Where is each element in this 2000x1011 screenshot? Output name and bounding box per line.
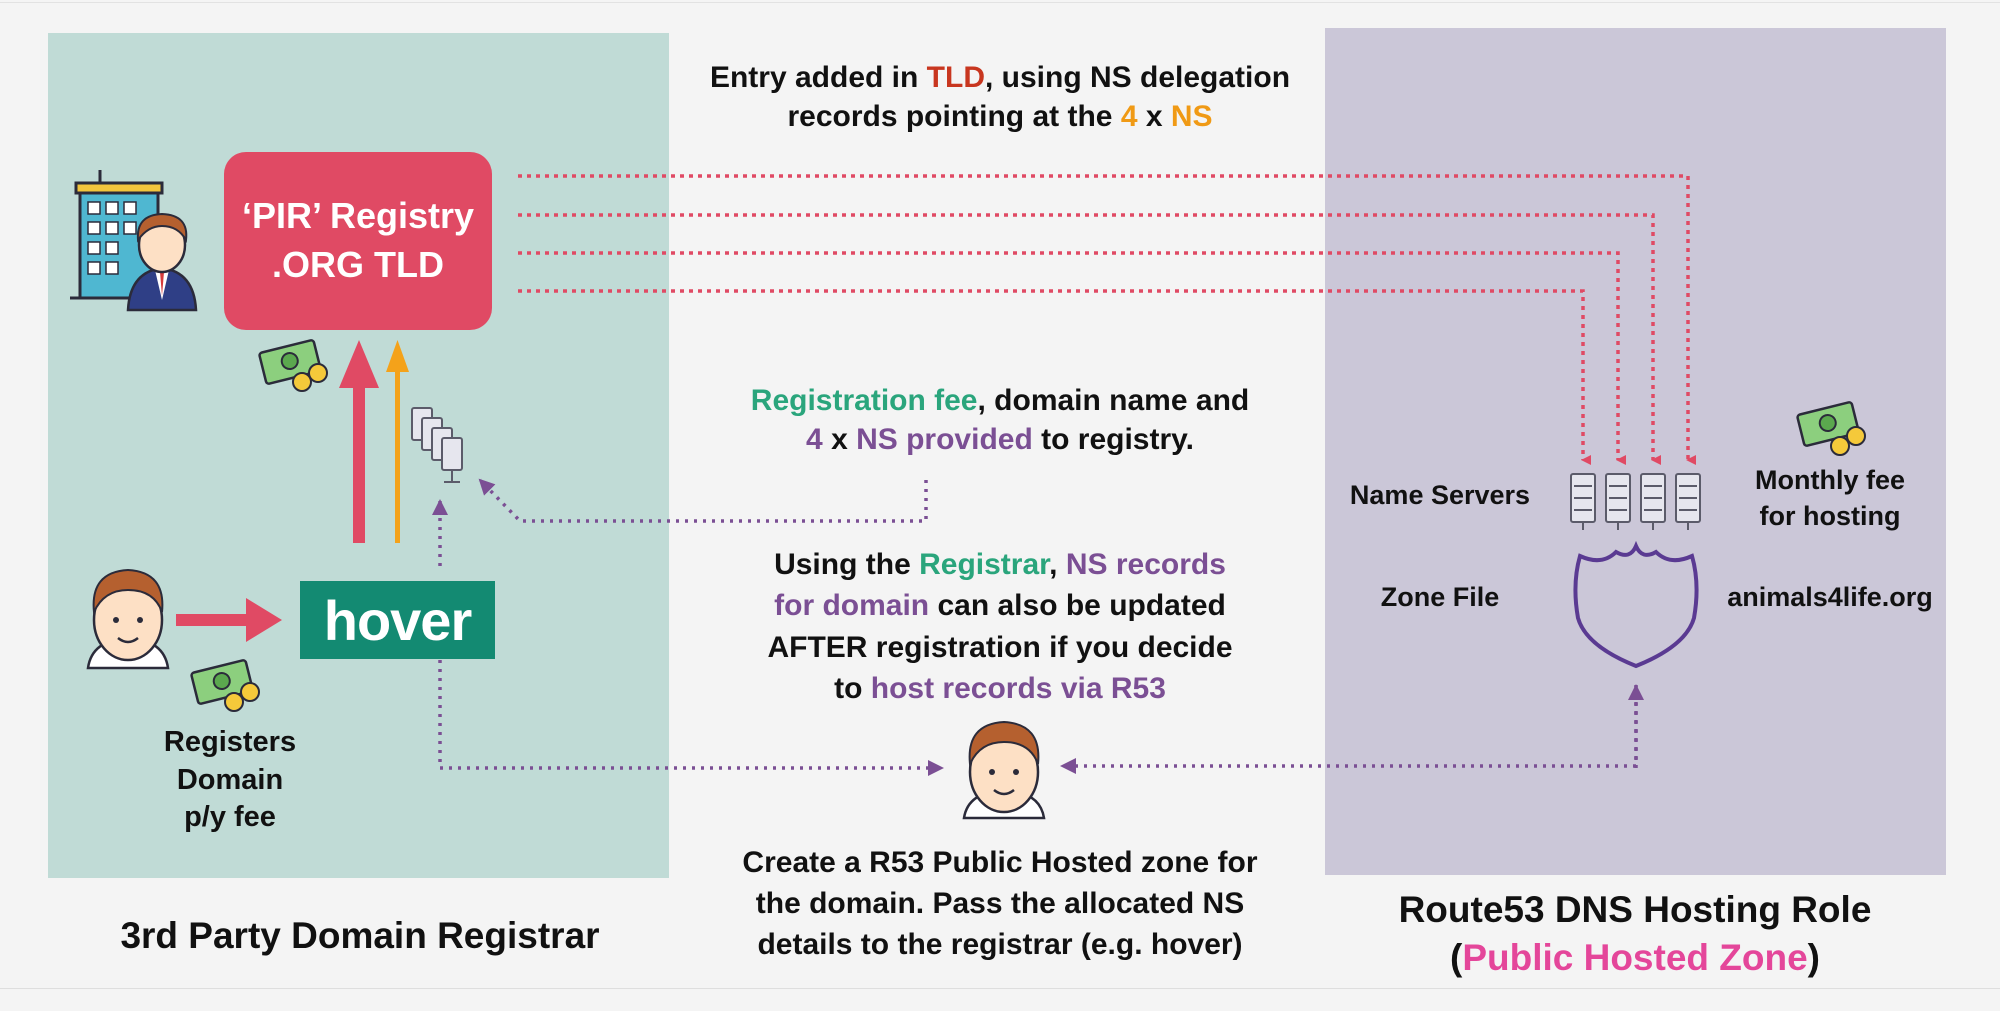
note-text: Using the bbox=[774, 548, 920, 581]
note-highlight: 4 bbox=[1120, 100, 1138, 133]
note-highlight: Registrar bbox=[919, 548, 1050, 581]
caption-paren: ( bbox=[1449, 937, 1463, 979]
note-text: x bbox=[1137, 100, 1171, 133]
red-up-arrow bbox=[339, 340, 379, 543]
server-stack-icon bbox=[411, 407, 463, 483]
note-text: , domain name and bbox=[977, 384, 1250, 417]
note-text: records pointing at the bbox=[787, 100, 1121, 133]
person-to-registrar-arrow bbox=[176, 598, 282, 642]
shield-icon bbox=[1573, 540, 1699, 669]
note-text: , bbox=[1049, 548, 1066, 581]
note-highlight: host records via R53 bbox=[870, 672, 1166, 706]
route53-caption: Route53 DNS Hosting Role (Public Hosted … bbox=[1330, 886, 1940, 982]
registry-name: ‘PIR’ Registry bbox=[241, 195, 475, 237]
registrar-update-note: Using the Registrar, NS records for doma… bbox=[690, 544, 1310, 710]
note-text: to registry. bbox=[1032, 423, 1194, 456]
hosted-zone-connector bbox=[1060, 684, 1644, 774]
note-highlight: 4 bbox=[806, 423, 823, 456]
person-icon bbox=[962, 720, 1046, 820]
hosting-line: for hosting bbox=[1759, 501, 1901, 532]
money-icon bbox=[258, 339, 328, 392]
note-text: Create a R53 Public Hosted zone for bbox=[742, 846, 1258, 879]
monthly-line: Monthly fee bbox=[1754, 465, 1905, 495]
note-text: Entry added in bbox=[709, 61, 927, 94]
hover-logo: hover bbox=[300, 581, 495, 659]
registers-domain-label: Registers Domain p/y fee bbox=[130, 724, 330, 837]
fee-line: p/y fee bbox=[184, 801, 276, 834]
registrar-caption: 3rd Party Domain Registrar bbox=[120, 915, 600, 956]
note-text: x bbox=[822, 423, 857, 456]
money-icon bbox=[1796, 401, 1866, 456]
registry-box: ‘PIR’ Registry .ORG TLD bbox=[224, 152, 492, 330]
domain-label: animals4life.org bbox=[1727, 582, 1933, 612]
money-icon bbox=[190, 659, 260, 712]
note-text: AFTER registration if you decide bbox=[767, 630, 1233, 664]
top-divider bbox=[0, 2, 2000, 3]
monthly-fee-label: Monthly fee for hosting bbox=[1730, 462, 1930, 535]
ns-delegation-lines bbox=[518, 174, 1696, 465]
caption-highlight: Public Hosted Zone bbox=[1462, 937, 1808, 979]
update-ns-connector bbox=[432, 499, 944, 776]
person-icon bbox=[86, 568, 170, 670]
server-icon bbox=[1570, 473, 1701, 530]
caption-title: Route53 DNS Hosting Role bbox=[1398, 889, 1872, 930]
note-highlight: NS provided bbox=[856, 423, 1033, 456]
note-text: to bbox=[834, 672, 871, 706]
create-hosted-zone-note: Create a R53 Public Hosted zone for the … bbox=[690, 842, 1310, 965]
bottom-divider bbox=[0, 988, 2000, 989]
orange-up-arrow bbox=[386, 340, 409, 543]
domain-line: Domain bbox=[176, 763, 284, 796]
note-text: the domain. Pass the allocated NS bbox=[755, 887, 1245, 921]
caption-paren: ) bbox=[1807, 937, 1820, 979]
note-highlight: Registration fee bbox=[750, 384, 978, 417]
zone-file-label: Zone File bbox=[1380, 582, 1500, 612]
note-text: , using NS delegation bbox=[985, 61, 1291, 94]
note-highlight: for domain bbox=[774, 589, 930, 623]
registry-tld: .ORG TLD bbox=[272, 244, 444, 285]
note-highlight: TLD bbox=[926, 61, 985, 94]
businessman-icon bbox=[126, 212, 198, 312]
note-highlight: NS records bbox=[1065, 548, 1226, 581]
note-text: can also be updated bbox=[929, 589, 1226, 623]
registration-note: Registration fee, domain name and 4 x NS… bbox=[690, 381, 1310, 459]
note-highlight: NS bbox=[1170, 100, 1213, 133]
name-servers-label: Name Servers bbox=[1349, 480, 1531, 510]
tld-entry-note: Entry added in TLD, using NS delegation … bbox=[660, 58, 1340, 136]
registers-line: Registers bbox=[163, 726, 297, 758]
note-text: details to the registrar (e.g. hover) bbox=[757, 928, 1243, 962]
ns-provided-connector bbox=[478, 478, 928, 523]
